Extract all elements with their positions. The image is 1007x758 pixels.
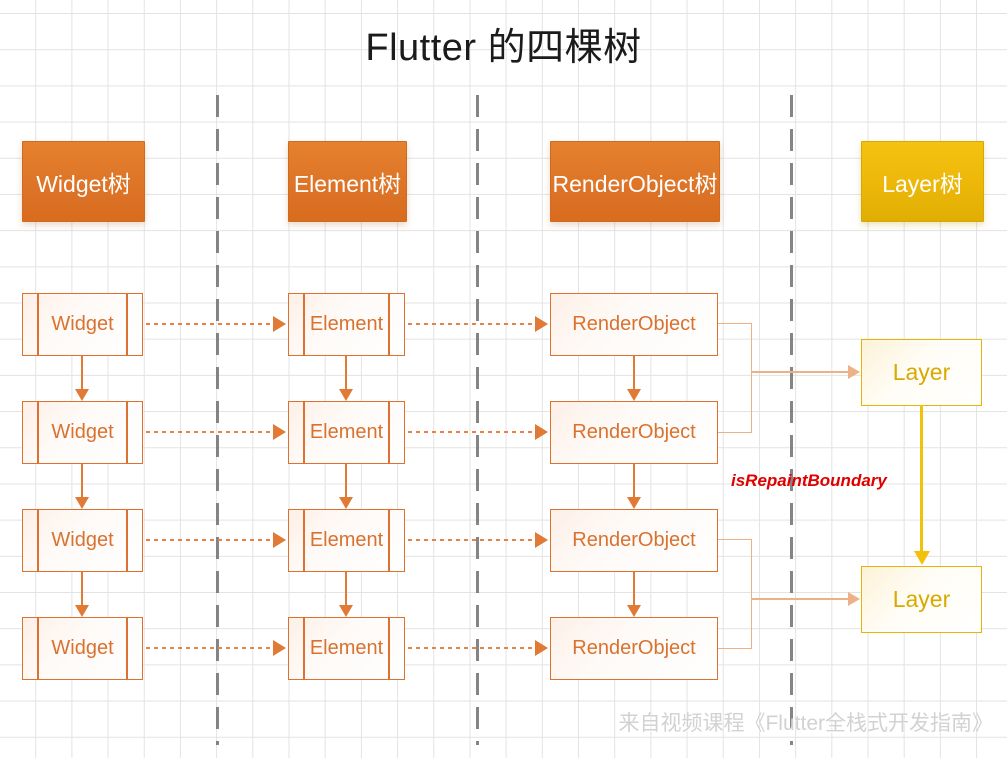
column-separator-2 [476,95,479,745]
node-layer-2-label: Layer [892,586,951,612]
node-element-1[interactable]: Element [288,293,405,356]
arrow-renderobject-2-3 [633,464,636,498]
column-separator-1 [216,95,219,745]
arrow-widget-1-2 [81,356,84,390]
arrow-element-2-3 [345,464,348,498]
arrow-element-3-4 [345,572,348,606]
header-widget-tree[interactable]: Widget树 [22,141,145,222]
node-element-1-label: Element [309,313,384,335]
node-widget-3-label: Widget [51,529,114,551]
arrow-widget-to-element-4 [146,647,273,649]
arrow-renderobject-group-2-to-layer-2 [752,598,848,600]
watermark-source: 来自视频课程《Flutter全栈式开发指南》 [618,712,993,735]
annotation-is-repaint-boundary: isRepaintBoundary [731,471,887,490]
arrow-widget-to-element-1 [146,323,273,325]
arrow-renderobject-group-1-to-layer-1 [752,371,848,373]
node-widget-3[interactable]: Widget [22,509,143,572]
node-renderobject-4-label: RenderObject [572,637,696,659]
node-element-2-label: Element [309,421,384,443]
header-element-tree-label: Element树 [293,170,402,197]
header-layer-tree-label: Layer树 [882,170,963,197]
node-widget-4-label: Widget [51,637,114,659]
arrow-element-to-renderobject-2 [408,431,535,433]
node-layer-2[interactable]: Layer [861,566,982,633]
node-layer-1-label: Layer [892,359,951,385]
node-layer-1[interactable]: Layer [861,339,982,406]
node-renderobject-1-label: RenderObject [572,313,696,335]
node-element-2[interactable]: Element [288,401,405,464]
header-layer-tree[interactable]: Layer树 [861,141,984,222]
header-renderobject-tree-label: RenderObject树 [552,170,718,197]
arrow-layer-1-to-layer-2 [920,405,923,552]
node-widget-1-label: Widget [51,313,114,335]
column-separator-3 [790,95,793,745]
bracket-renderobject-group-2 [718,539,752,649]
page-title: Flutter 的四棵树 [365,27,642,69]
bracket-renderobject-group-1 [718,323,752,433]
arrow-element-1-2 [345,356,348,390]
node-element-3-label: Element [309,529,384,551]
arrow-renderobject-3-4 [633,572,636,606]
arrow-element-to-renderobject-1 [408,323,535,325]
node-renderobject-3-label: RenderObject [572,529,696,551]
node-renderobject-2-label: RenderObject [572,421,696,443]
node-widget-2-label: Widget [51,421,114,443]
node-renderobject-2[interactable]: RenderObject [550,401,718,464]
arrow-widget-to-element-2 [146,431,273,433]
header-renderobject-tree[interactable]: RenderObject树 [550,141,720,222]
arrow-element-to-renderobject-3 [408,539,535,541]
arrow-widget-3-4 [81,572,84,606]
header-widget-tree-label: Widget树 [36,170,131,197]
arrow-widget-to-element-3 [146,539,273,541]
header-element-tree[interactable]: Element树 [288,141,407,222]
arrow-renderobject-1-2 [633,356,636,390]
node-element-4-label: Element [309,637,384,659]
node-element-3[interactable]: Element [288,509,405,572]
node-renderobject-4[interactable]: RenderObject [550,617,718,680]
node-renderobject-1[interactable]: RenderObject [550,293,718,356]
node-widget-4[interactable]: Widget [22,617,143,680]
arrow-element-to-renderobject-4 [408,647,535,649]
node-element-4[interactable]: Element [288,617,405,680]
node-renderobject-3[interactable]: RenderObject [550,509,718,572]
node-widget-1[interactable]: Widget [22,293,143,356]
node-widget-2[interactable]: Widget [22,401,143,464]
arrow-widget-2-3 [81,464,84,498]
